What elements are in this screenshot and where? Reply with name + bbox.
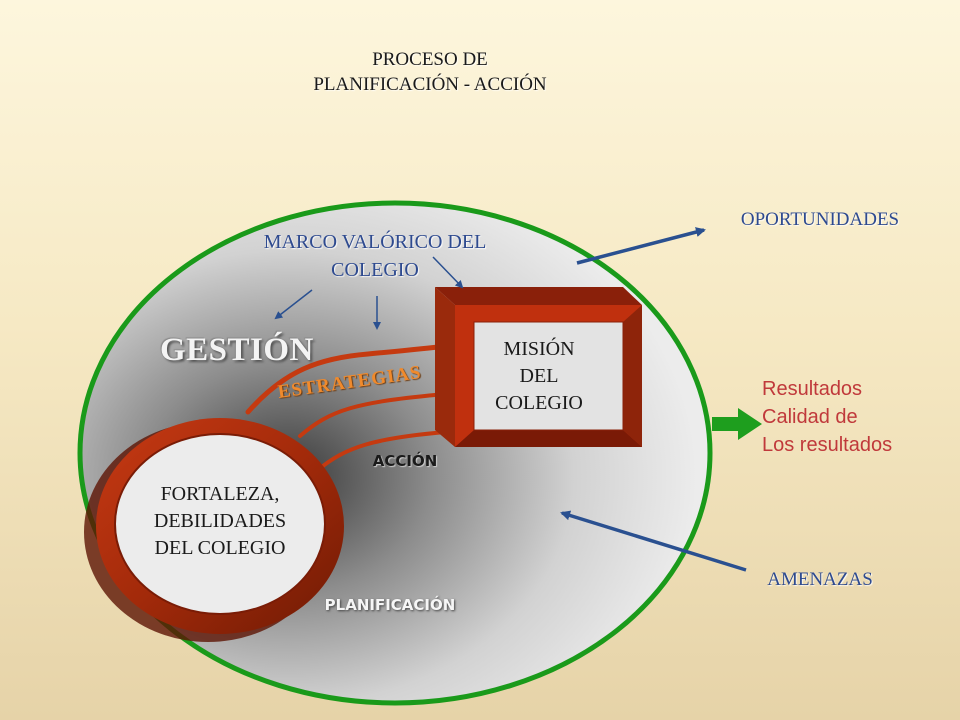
planificacion-label: PLANIFICACIÓN	[324, 596, 456, 614]
mision-frame-top	[435, 287, 642, 305]
results-arrow-head	[738, 408, 762, 440]
resultados-label: Resultados Calidad de Los resultados	[762, 375, 892, 459]
resultados-line-1: Resultados	[762, 378, 863, 400]
marco-valorico-label: MARCO VALÓRICO DEL COLEGIO	[225, 228, 525, 284]
amenazas-label: AMENAZAS	[767, 569, 873, 590]
mision-line-2: DEL	[519, 365, 559, 387]
accion-label: ACCIÓN	[372, 452, 438, 470]
mision-box-inner	[473, 321, 624, 431]
title-line-1: PROCESO DE	[372, 49, 488, 70]
mision-line-1: MISIÓN	[503, 338, 575, 360]
fortaleza-line-3: DEL COLEGIO	[154, 537, 286, 559]
results-arrow-shaft	[712, 417, 740, 431]
title-line-2: PLANIFICACIÓN - ACCIÓN	[313, 74, 547, 95]
marco-line-1: MARCO VALÓRICO DEL	[263, 231, 487, 253]
oportunidades-label: OPORTUNIDADES	[740, 209, 900, 230]
action-curve	[316, 430, 448, 472]
strategy-curve-middle	[298, 392, 448, 438]
mision-label: MISIÓN DEL COLEGIO	[458, 336, 620, 417]
mision-line-3: COLEGIO	[495, 392, 583, 414]
fortaleza-line-1: FORTALEZA,	[160, 483, 280, 505]
fortaleza-ring-inner	[114, 433, 326, 615]
marco-line-2: COLEGIO	[331, 259, 419, 281]
resultados-line-2: Calidad de	[762, 406, 858, 428]
mision-frame-right-bevel	[623, 305, 642, 447]
marco-arrow-left	[274, 289, 313, 320]
amenazas-arrow	[560, 510, 747, 572]
mision-frame-bottom-bevel	[455, 430, 642, 447]
fortaleza-label: FORTALEZA, DEBILIDADES DEL COLEGIO	[120, 481, 320, 562]
gestion-label: GESTIÓN	[160, 332, 314, 368]
mision-frame-left	[435, 287, 455, 447]
strategy-curve-upper	[245, 343, 449, 415]
resultados-line-3: Los resultados	[762, 434, 893, 456]
marco-arrow-right	[432, 256, 464, 289]
diagram-title: PROCESO DE PLANIFICACIÓN - ACCIÓN	[230, 47, 630, 97]
oportunidades-arrow	[576, 227, 706, 265]
fortaleza-line-2: DEBILIDADES	[153, 510, 287, 532]
